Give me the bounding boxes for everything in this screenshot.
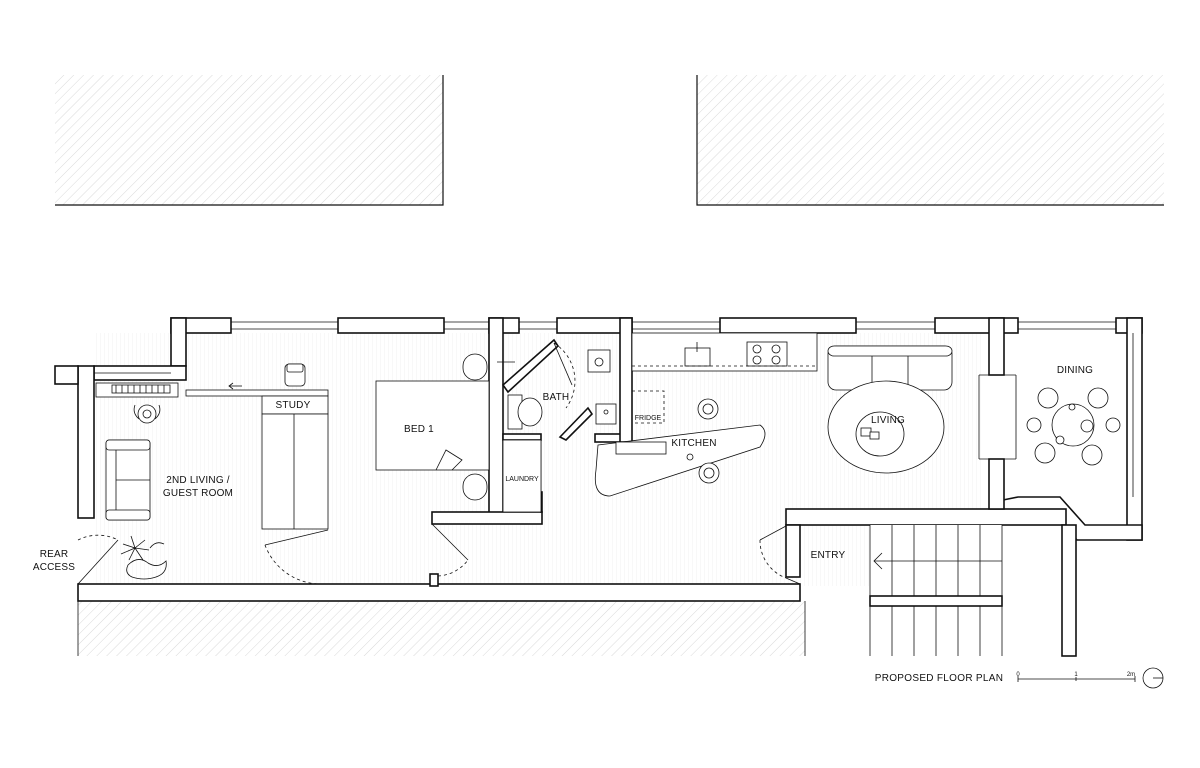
appliance-label-fridge: FRIDGE	[635, 415, 662, 422]
neighbour-building-left	[55, 75, 444, 206]
plant-icon	[120, 535, 167, 580]
stairs	[869, 525, 1003, 656]
furniture-second-living	[95, 382, 179, 580]
arrow-left-icon	[873, 552, 1002, 570]
neighbour-building-bottom	[77, 601, 806, 656]
furniture-living	[827, 345, 953, 474]
room-label-dining: DINING	[1057, 365, 1093, 376]
interior-walls	[429, 317, 1017, 587]
doors	[77, 342, 801, 585]
furniture-kitchen	[594, 332, 818, 497]
scale-bar: 0 1 2m	[1016, 672, 1136, 682]
drawing-title: PROPOSED FLOOR PLAN	[875, 673, 1004, 684]
north-arrow-icon	[1142, 667, 1164, 689]
room-label-laundry: LAUNDRY	[505, 476, 539, 483]
fixtures-bath-laundry	[497, 349, 617, 513]
room-label-kitchen: KITCHEN	[671, 438, 716, 449]
scale-tick-2: 2m	[1127, 672, 1135, 678]
room-label-guest-room: GUEST ROOM	[163, 488, 233, 499]
room-label-second-living: 2ND LIVING /	[166, 475, 230, 486]
neighbour-building-right	[696, 75, 1164, 206]
room-label-rear-access-2: ACCESS	[33, 562, 75, 573]
title-block: PROPOSED FLOOR PLAN 0 1 2m	[875, 667, 1164, 689]
furniture-dining	[1026, 387, 1121, 466]
room-label-bath: BATH	[543, 392, 570, 403]
room-labels: 2ND LIVING / GUEST ROOM STUDY BED 1 BATH…	[33, 365, 1093, 573]
exterior-walls	[54, 317, 1143, 657]
room-label-rear-access: REAR	[40, 549, 69, 560]
furniture-study-bed	[185, 353, 490, 530]
scale-tick-1: 1	[1074, 672, 1078, 678]
room-label-bed1: BED 1	[404, 424, 434, 435]
scale-tick-0: 0	[1016, 672, 1020, 678]
room-label-living: LIVING	[871, 415, 905, 426]
room-label-entry: ENTRY	[811, 550, 846, 561]
room-label-study: STUDY	[276, 400, 311, 411]
